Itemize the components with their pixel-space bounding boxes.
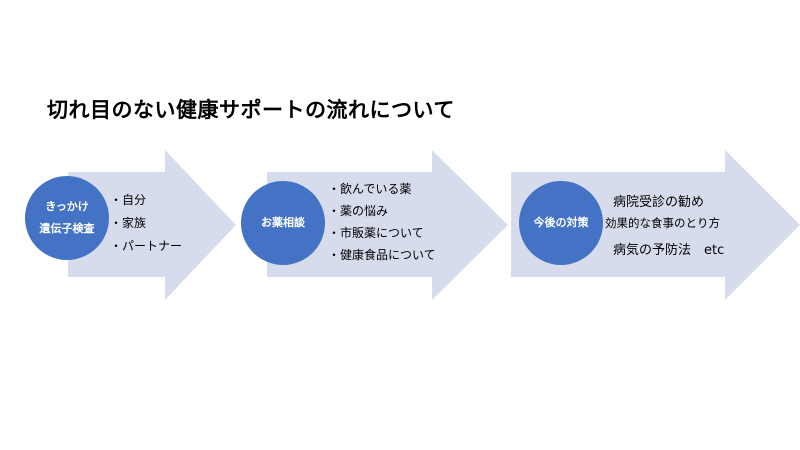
step-2-circle: お薬相談 bbox=[241, 181, 325, 265]
list-item: 薬の悩み bbox=[328, 200, 436, 222]
step-1-list: 自分 家族 パートナー bbox=[110, 189, 182, 258]
step-1-label-line-1: きっかけ bbox=[45, 200, 89, 213]
list-item: パートナー bbox=[110, 235, 182, 258]
list-item: 市販薬について bbox=[328, 222, 436, 244]
step-2-list: 飲んでいる薬 薬の悩み 市販薬について 健康食品について bbox=[328, 178, 436, 266]
list-item: 家族 bbox=[110, 212, 182, 235]
step-1-circle: きっかけ 遺伝子検査 bbox=[25, 176, 109, 260]
page-title: 切れ目のない健康サポートの流れについて bbox=[47, 98, 455, 122]
step-1-label-line-2: 遺伝子検査 bbox=[39, 222, 95, 235]
step-3-item: 病気の予防法 etc bbox=[613, 243, 725, 258]
step-3-item: 病院受診の勧め bbox=[613, 195, 705, 210]
step-2-label: お薬相談 bbox=[261, 216, 305, 229]
step-3-item: 効果的な食事のとり方 bbox=[605, 216, 720, 230]
list-item: 健康食品について bbox=[328, 244, 436, 266]
step-3-label: 今後の対策 bbox=[533, 216, 589, 229]
list-item: 飲んでいる薬 bbox=[328, 178, 436, 200]
step-3-circle: 今後の対策 bbox=[519, 181, 603, 265]
list-item: 自分 bbox=[110, 189, 182, 212]
